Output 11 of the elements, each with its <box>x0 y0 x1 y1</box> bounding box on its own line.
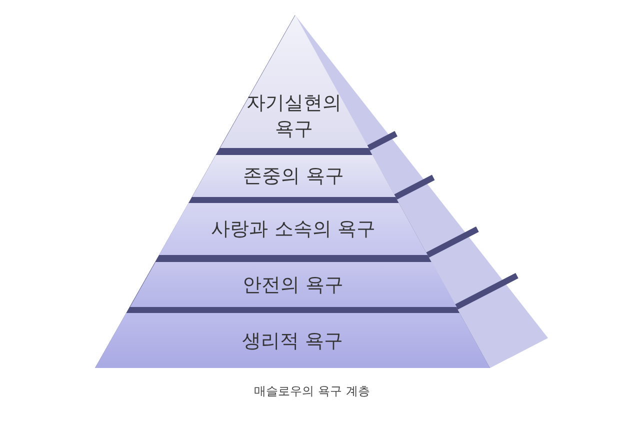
pyramid-tier <box>95 313 490 368</box>
tier-label: 사랑과 소속의 욕구 <box>211 217 376 242</box>
tier-label: 존중의 욕구 <box>243 164 344 189</box>
pyramid-tier <box>159 203 428 255</box>
pyramid-tier <box>130 262 456 307</box>
tier-label: 안전의 욕구 <box>242 272 344 298</box>
pyramid-top-tier <box>220 15 368 148</box>
caption: 매슬로우의 욕구 계층 <box>253 383 371 400</box>
tier-label: 생리적 욕구 <box>242 328 344 354</box>
tier-label: 자기실현의 욕구 <box>246 91 343 142</box>
pyramid-tier <box>192 155 396 197</box>
